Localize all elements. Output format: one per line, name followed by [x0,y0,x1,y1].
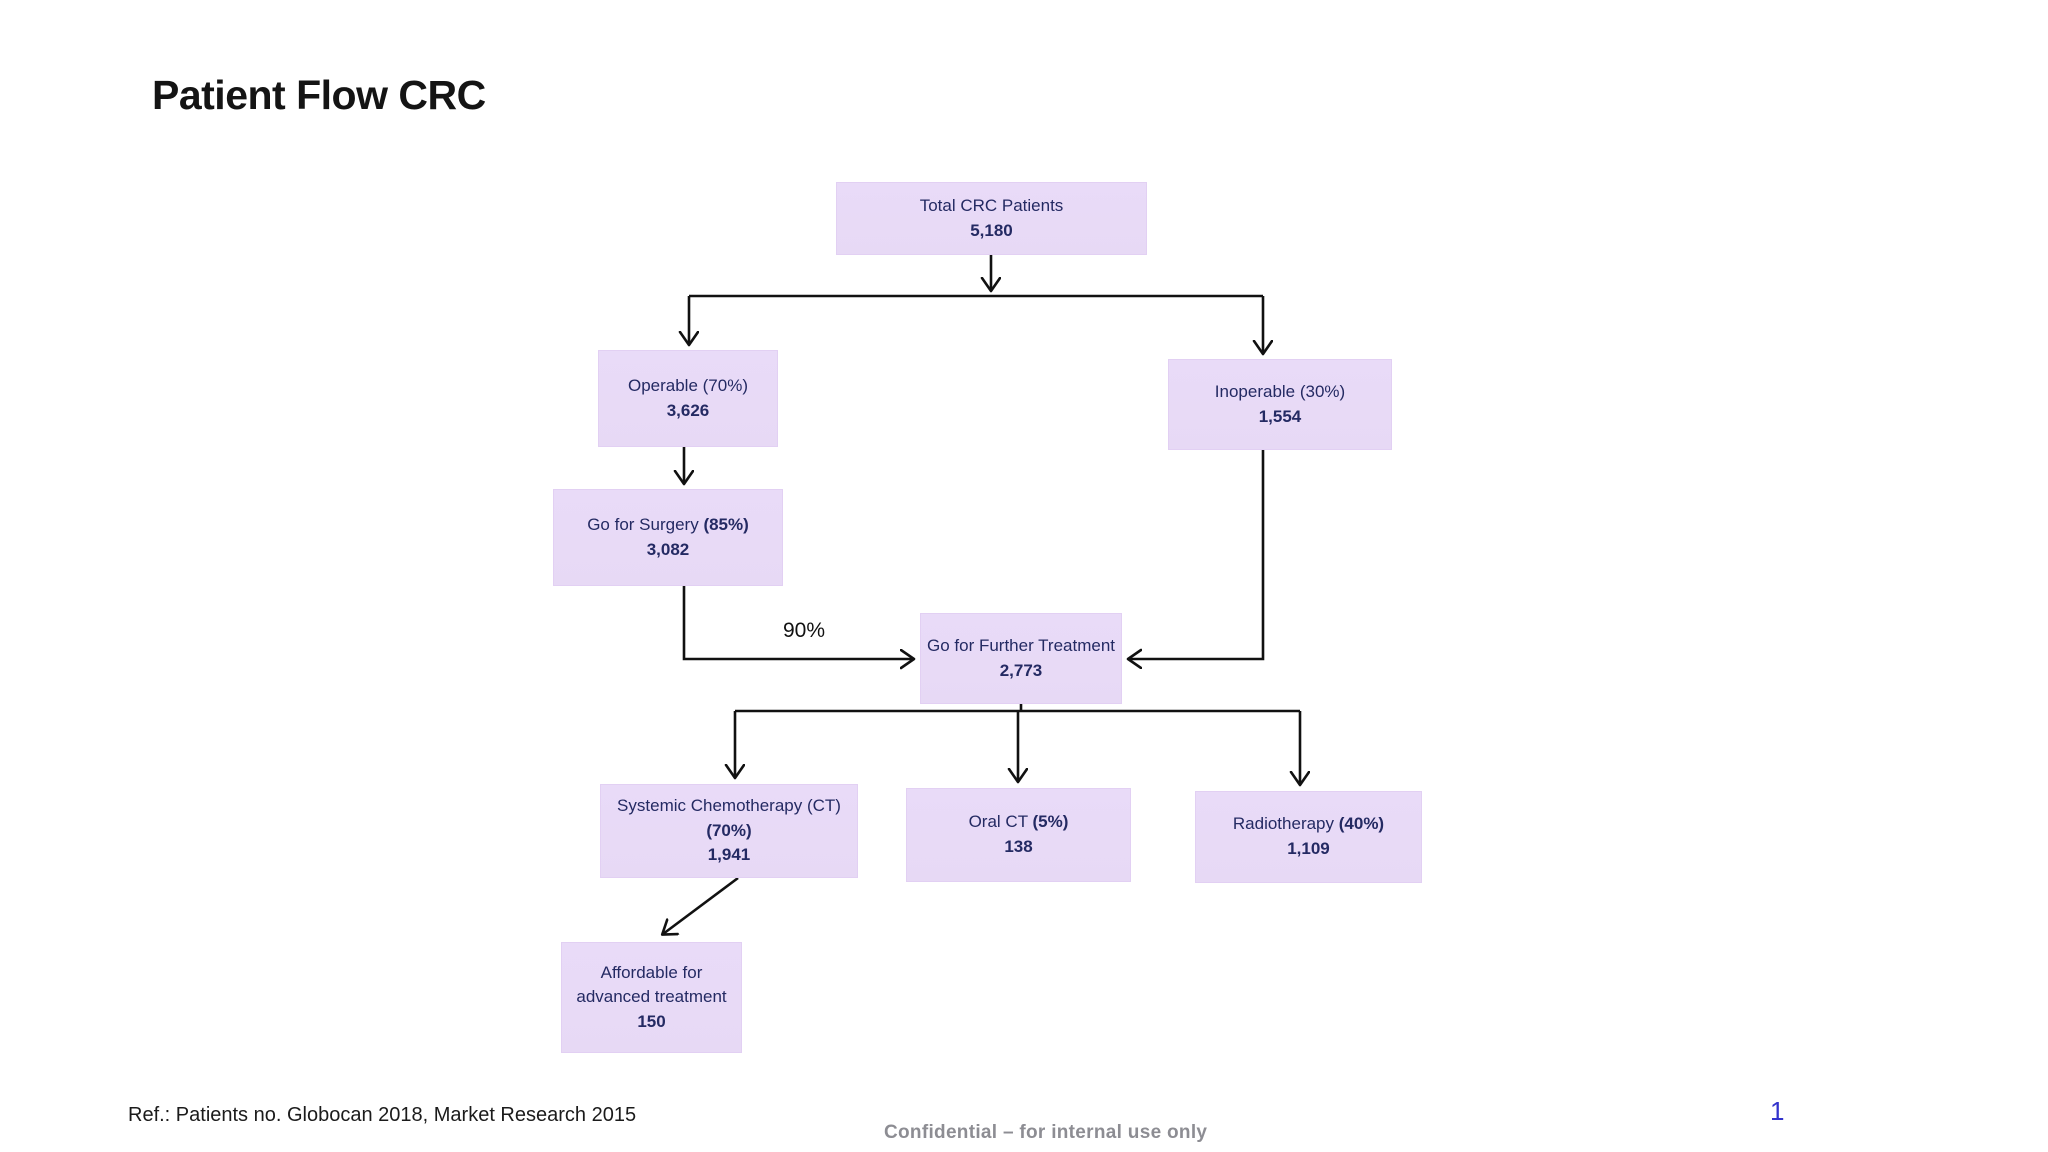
node-go-for-surgery: Go for Surgery (85%) 3,082 [553,489,783,586]
node-value: 2,773 [999,660,1043,680]
node-value: 138 [1004,837,1033,856]
node-label: advanced treatment [576,987,727,1007]
connector-surgery-to-further [682,586,913,659]
node-value: 5,180 [970,220,1013,240]
node-value: 1,109 [1287,839,1330,858]
node-label: Operable (70%) [627,375,748,395]
page-number: 1 [1770,1096,1785,1126]
node-inoperable: Inoperable (30%) 1,554 [1168,359,1392,450]
node-operable: Operable (70%) 3,626 [598,350,778,447]
node-systemic-chemotherapy: Systemic Chemotherapy (CT) (70%) 1,941 [600,784,858,878]
node-label: Go for Surgery (85%) [587,514,749,534]
node-value: 1,554 [1258,406,1302,426]
footer-reference-text: Ref.: Patients no. Globocan 2018, Market… [128,1104,637,1126]
node-label: Total CRC Patients [919,195,1064,215]
node-label: Radiotherapy (40%) [1232,814,1385,834]
node-value: 3,626 [666,400,710,420]
node-label: Oral CT (5%) [968,812,1069,832]
node-label: Go for Further Treatment [927,635,1116,655]
node-total-crc-patients: Total CRC Patients 5,180 [836,182,1147,255]
node-affordable-advanced-treatment: Affordable for advanced treatment 150 [561,942,742,1053]
node-oral-ct: Oral CT (5%) 138 [906,788,1131,882]
node-value: 3,082 [646,539,690,559]
connector-systemic-to-affordable [663,876,739,934]
node-label: Inoperable (30%) [1214,381,1346,401]
node-value: 1,941 [707,845,751,865]
node-radiotherapy: Radiotherapy (40%) 1,109 [1195,791,1422,883]
footer-confidential-text: Confidential – for internal use only [884,1122,1208,1143]
node-label: Systemic Chemotherapy (CT) [617,796,841,816]
edge-label-90pct: 90% [782,619,826,642]
connector-inoperable-to-further [1129,450,1265,659]
node-label-pct: (70%) [706,820,752,840]
node-label: Affordable for [600,962,703,982]
page-title: Patient Flow CRC [152,72,486,118]
node-go-for-further-treatment: Go for Further Treatment 2,773 [920,613,1122,704]
node-value: 150 [637,1011,666,1031]
